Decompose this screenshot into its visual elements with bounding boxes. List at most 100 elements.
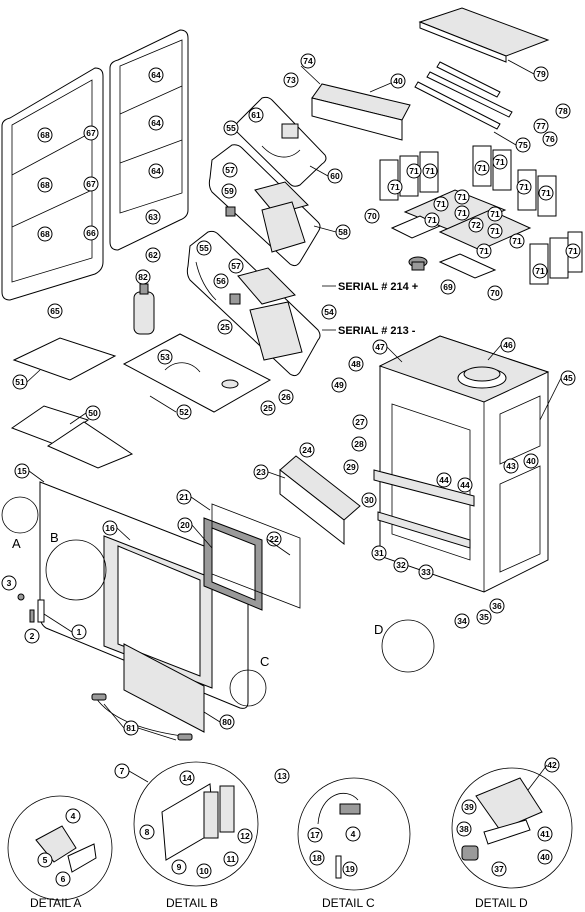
svg-text:71: 71 [427, 215, 437, 225]
detail-c-label: DETAIL C [322, 896, 375, 910]
svg-text:55: 55 [199, 243, 209, 253]
callout-43: 43 [503, 458, 519, 474]
svg-text:47: 47 [375, 342, 385, 352]
svg-text:7: 7 [120, 766, 125, 776]
svg-text:17: 17 [310, 830, 320, 840]
cord-tray-52 [122, 333, 272, 413]
callout-48: 48 [348, 356, 364, 372]
callout-28: 28 [351, 436, 367, 452]
svg-text:65: 65 [50, 306, 60, 316]
callout-9: 9 [171, 859, 187, 875]
svg-text:6: 6 [61, 874, 66, 884]
svg-text:2: 2 [30, 631, 35, 641]
callout-27: 27 [352, 414, 368, 430]
svg-text:71: 71 [490, 209, 500, 219]
svg-text:48: 48 [351, 359, 361, 369]
svg-text:45: 45 [563, 373, 573, 383]
serial-213-label: SERIAL # 213 - [338, 325, 416, 337]
svg-text:82: 82 [138, 272, 148, 282]
callout-66: 66 [83, 225, 99, 241]
svg-text:41: 41 [540, 829, 550, 839]
svg-text:66: 66 [86, 228, 96, 238]
leader-lines [26, 59, 562, 791]
svg-text:71: 71 [541, 188, 551, 198]
svg-text:40: 40 [526, 456, 536, 466]
detail-c-circle [229, 669, 411, 891]
detail-letter-a: A [12, 536, 21, 551]
svg-text:37: 37 [494, 864, 504, 874]
callout-71q: 71 [565, 243, 581, 259]
svg-text:54: 54 [324, 307, 334, 317]
svg-text:71: 71 [512, 236, 522, 246]
callout-40b: 40 [523, 453, 539, 469]
svg-text:70: 70 [367, 211, 377, 221]
callout-56: 56 [213, 273, 229, 289]
insulation-pads-50 [10, 405, 134, 469]
callout-7: 7 [114, 763, 130, 779]
svg-text:22: 22 [269, 534, 279, 544]
gasket-51 [12, 337, 117, 381]
svg-text:71: 71 [568, 246, 578, 256]
callout-74: 74 [300, 53, 316, 69]
svg-text:60: 60 [330, 171, 340, 181]
callout-53: 53 [157, 349, 173, 365]
svg-text:46: 46 [503, 340, 513, 350]
svg-text:71: 71 [390, 182, 400, 192]
callout-70a: 70 [364, 208, 380, 224]
callout-71k: 71 [454, 205, 470, 221]
callout-80: 80 [219, 714, 235, 730]
svg-text:1: 1 [77, 627, 82, 637]
callout-41: 41 [537, 826, 553, 842]
serial-214-label: SERIAL # 214 + [338, 281, 418, 293]
callout-47: 47 [372, 339, 388, 355]
callout-67a: 67 [83, 125, 99, 141]
callout-52: 52 [176, 404, 192, 420]
callout-64c: 64 [148, 163, 164, 179]
svg-text:71: 71 [457, 192, 467, 202]
svg-text:10: 10 [199, 866, 209, 876]
detail-a-label: DETAIL A [30, 896, 81, 910]
detail-b-label: DETAIL B [166, 896, 218, 910]
svg-text:49: 49 [334, 380, 344, 390]
svg-text:19: 19 [345, 864, 355, 874]
callout-30: 30 [361, 492, 377, 508]
svg-text:64: 64 [151, 166, 161, 176]
svg-text:79: 79 [536, 69, 546, 79]
callout-34: 34 [454, 613, 470, 629]
callout-3: 3 [1, 575, 17, 591]
side-heat-shield-23 [279, 455, 361, 546]
callout-4a: 4 [65, 808, 81, 824]
svg-text:71: 71 [457, 208, 467, 218]
callout-72: 72 [468, 217, 484, 233]
svg-text:32: 32 [396, 560, 406, 570]
blower-assembly-upper-58 [208, 144, 321, 267]
svg-text:55: 55 [226, 123, 236, 133]
svg-text:71: 71 [477, 163, 487, 173]
svg-text:5: 5 [43, 855, 48, 865]
callout-14: 14 [179, 770, 195, 786]
callout-40c: 40 [537, 849, 553, 865]
svg-text:52: 52 [179, 407, 189, 417]
callout-57b: 57 [228, 258, 244, 274]
callout-78: 78 [555, 103, 571, 119]
callout-61: 61 [248, 107, 264, 123]
callout-71c: 71 [422, 163, 438, 179]
svg-text:50: 50 [88, 408, 98, 418]
callout-71a: 71 [387, 179, 403, 195]
svg-text:36: 36 [492, 601, 502, 611]
callout-8: 8 [139, 824, 155, 840]
callout-63: 63 [145, 209, 161, 225]
callout-67b: 67 [83, 176, 99, 192]
callout-29: 29 [343, 459, 359, 475]
callout-64b: 64 [148, 115, 164, 131]
svg-text:62: 62 [148, 250, 158, 260]
callout-42: 42 [544, 757, 560, 773]
svg-text:58: 58 [338, 227, 348, 237]
callout-71f: 71 [516, 179, 532, 195]
svg-text:38: 38 [459, 824, 469, 834]
callout-50: 50 [85, 405, 101, 421]
callout-54: 54 [321, 304, 337, 320]
callout-35: 35 [476, 609, 492, 625]
callout-71j: 71 [424, 212, 440, 228]
